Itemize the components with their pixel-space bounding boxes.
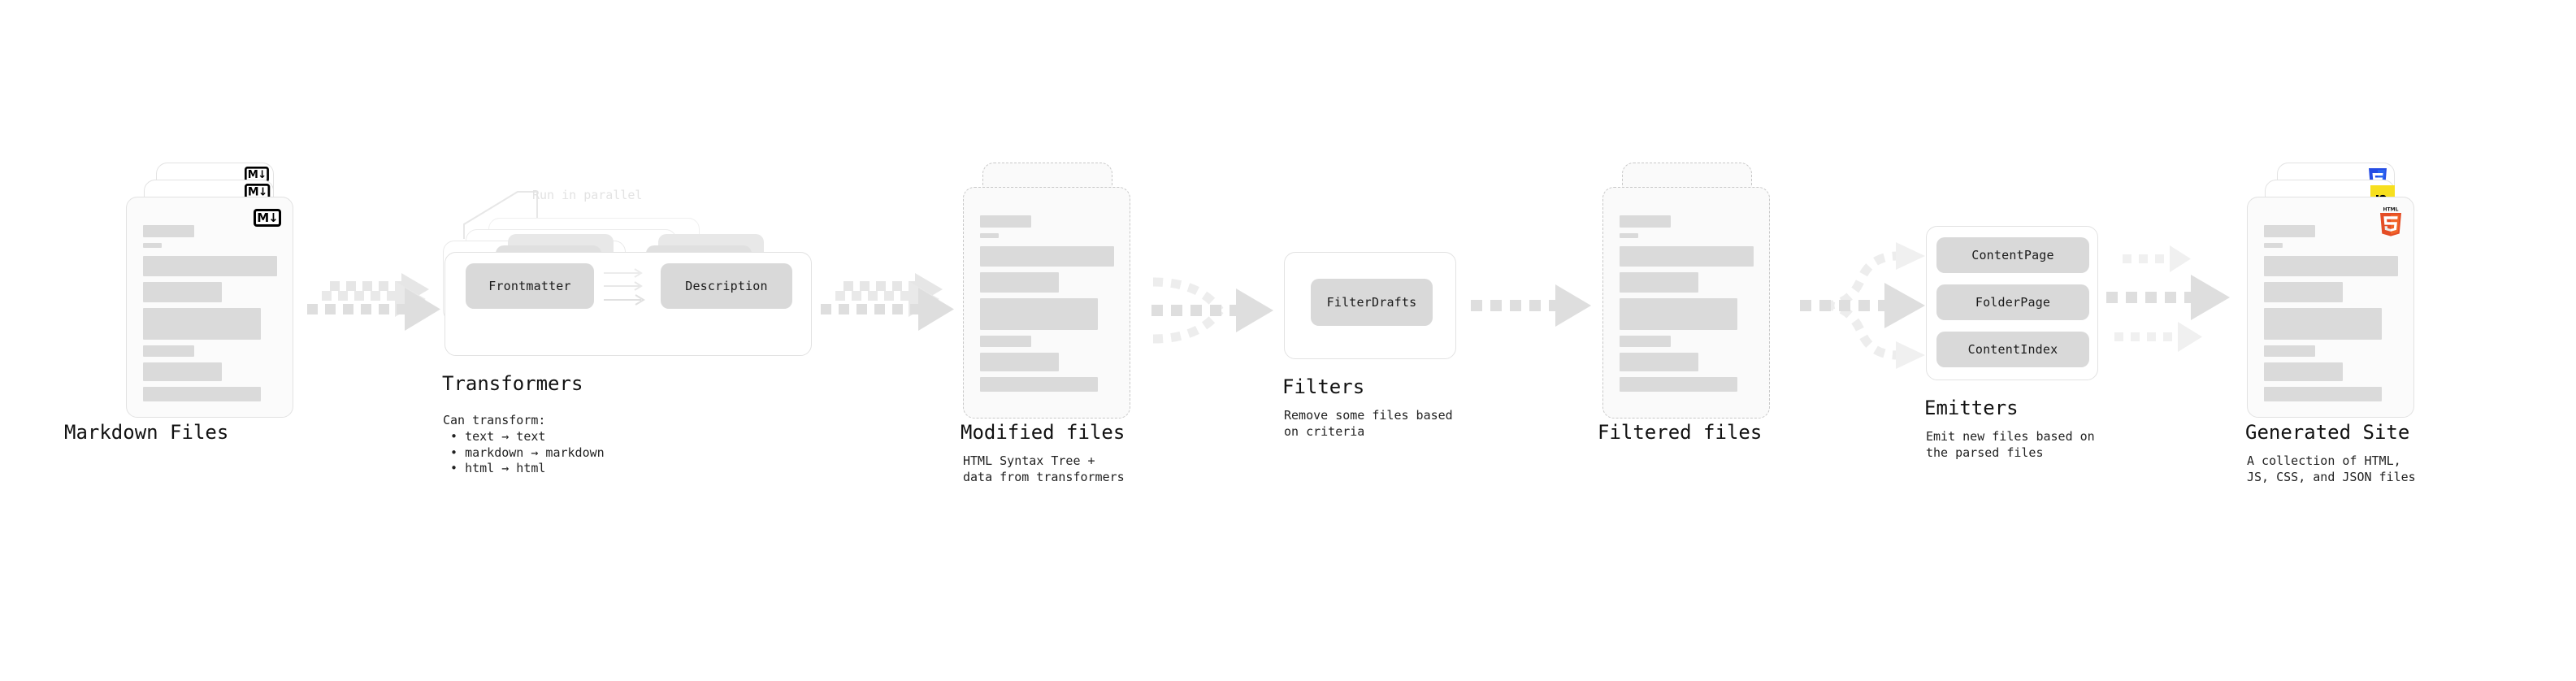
stage-markdown-files: M↓ M↓ M↓ [64,163,297,444]
connector-md-to-transformers [307,273,445,348]
emitter-chip-folderpage-label: FolderPage [1975,295,2051,310]
connector-emitters-to-site [2106,234,2261,380]
stage-title-emitters: Emitters [1924,397,2019,419]
stage-subtitle-emitters: Emit new files based on the parsed files [1926,429,2095,460]
emitter-chip-contentindex[interactable]: ContentIndex [1936,332,2089,367]
markdown-badge-text: M [247,167,258,181]
connector-filtered-to-emitters [1776,232,1938,379]
connector-filters-to-filtered [1463,284,1601,341]
filtered-content-lines [1620,215,1754,397]
run-in-parallel-label: Run in parallel [532,188,643,202]
stage-title-markdown-files: Markdown Files [64,421,229,444]
markdown-card-stack: M↓ M↓ M↓ [126,163,297,431]
stage-title-filters: Filters [1282,375,1365,398]
site-content-lines [2264,225,2398,407]
stage-subtitle-transformers: Can transform: • text → text • markdown … [443,413,605,476]
stage-subtitle-generated-site: A collection of HTML, JS, CSS, and JSON … [2247,453,2416,484]
stage-title-filtered-files: Filtered files [1598,421,1763,444]
filter-chip-filterdrafts-label: FilterDrafts [1326,295,1417,310]
svg-text:HTML: HTML [2383,207,2399,213]
stage-modified-files: Modified files HTML Syntax Tree + data f… [961,163,1134,484]
modified-card-front [963,187,1130,419]
markdown-badge-back-2: M↓ [245,167,269,183]
connector-modified-to-filters [1134,264,1288,362]
site-card-front: HTML [2247,197,2414,418]
emitter-chip-contentpage[interactable]: ContentPage [1936,237,2089,273]
stage-subtitle-filters: Remove some files based on criteria [1284,408,1453,439]
stage-title-generated-site: Generated Site [2245,421,2410,444]
filtered-card-front [1602,187,1770,419]
stage-title-modified-files: Modified files [961,421,1125,444]
transformer-chip-description-label: Description [685,279,768,293]
transformer-chip-frontmatter[interactable]: Frontmatter [466,263,594,309]
stage-title-transformers: Transformers [442,372,583,395]
emitter-chip-contentindex-label: ContentIndex [1967,342,2058,357]
markdown-badge-front: M↓ [254,209,281,227]
emitter-chip-folderpage[interactable]: FolderPage [1936,284,2089,320]
connector-transformers-to-modified [821,273,959,348]
site-card-stack: HTML [2247,163,2422,431]
transformer-chip-frontmatter-label: Frontmatter [488,279,571,293]
stage-subtitle-modified-files: HTML Syntax Tree + data from transformer… [963,453,1125,484]
transformer-chip-description[interactable]: Description [661,263,792,309]
filter-chip-filterdrafts[interactable]: FilterDrafts [1311,279,1433,326]
modified-card-stack [963,163,1134,431]
filtered-card-stack [1602,163,1773,431]
markdown-card-front: M↓ [126,197,293,418]
emitter-chip-contentpage-label: ContentPage [1971,248,2054,262]
stage-filtered-files: Filtered files [1598,163,1773,444]
transformers-inner-arrows [604,268,645,306]
html5-badge: HTML [2380,207,2401,236]
modified-content-lines [980,215,1114,397]
run-in-parallel-bracket [463,191,538,239]
markdown-content-lines [143,225,277,407]
stage-generated-site: HTML [2245,163,2422,484]
